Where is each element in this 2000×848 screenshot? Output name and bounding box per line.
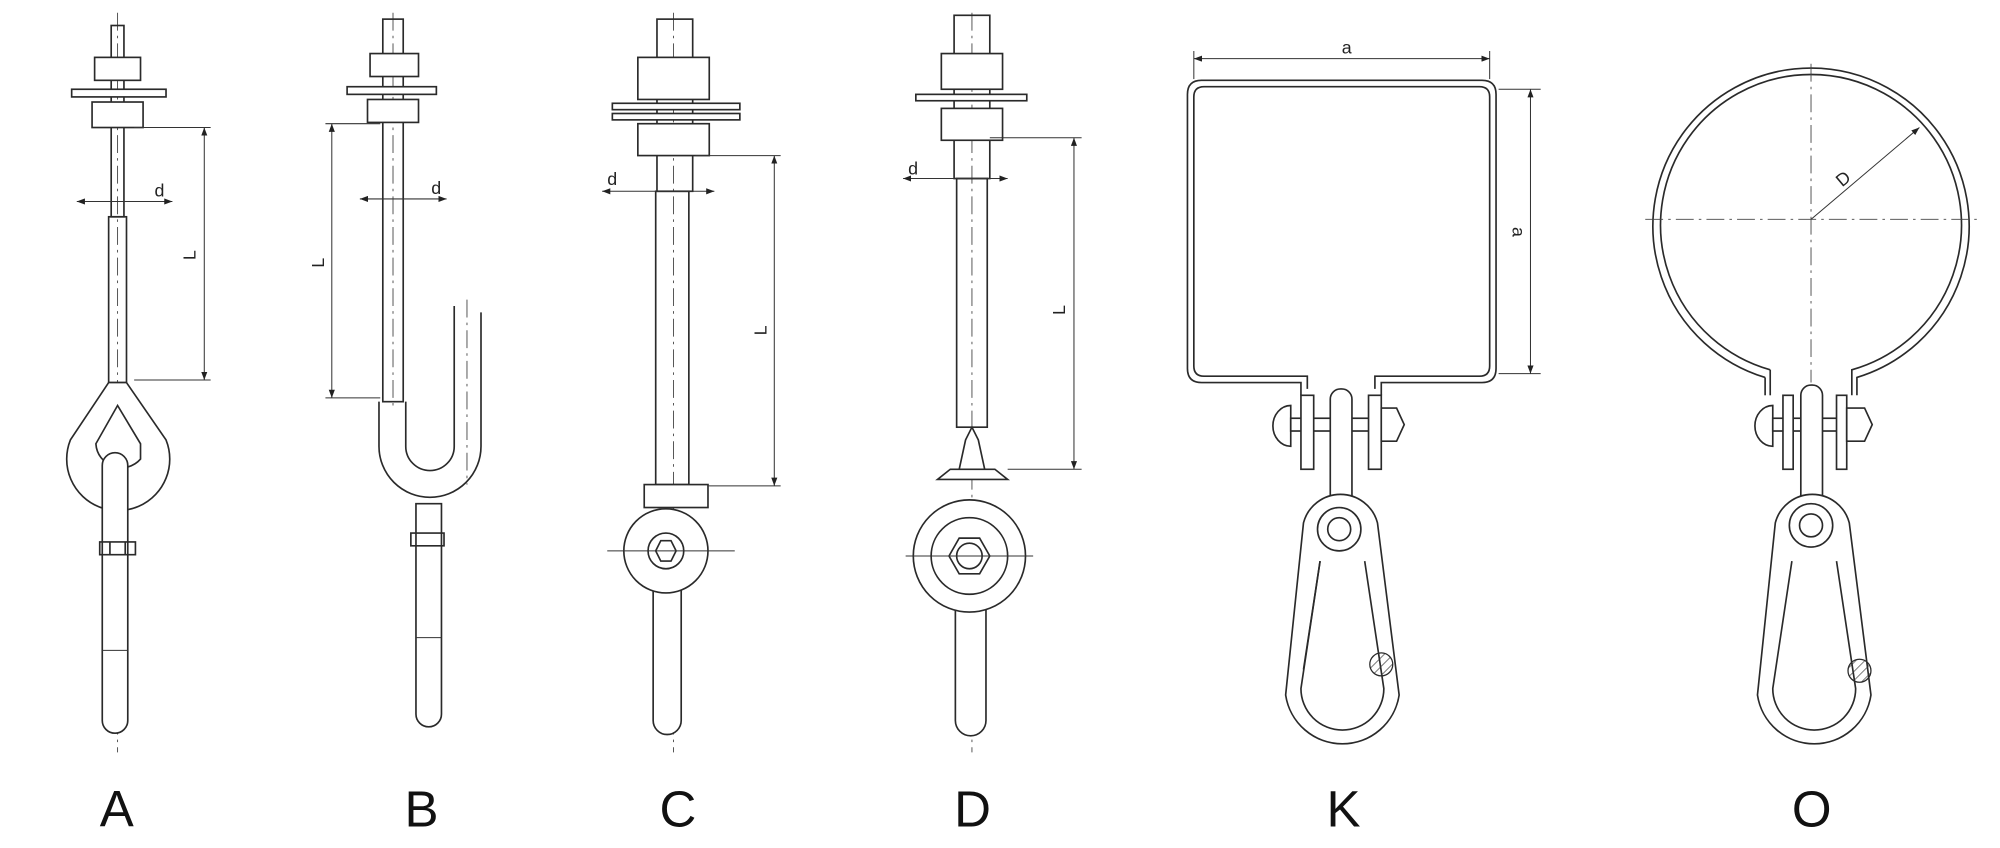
variant-d-drawing: d L D [903,12,1082,837]
variant-o-label: O [1792,780,1832,837]
variant-o-drawing: D O [1645,63,1977,837]
variant-k-width-label: a [1342,38,1352,58]
variant-a-drawing: d L A [65,12,211,837]
variant-d-d-label: d [908,159,918,179]
variant-a-label: A [100,780,134,837]
variant-b-drawing: d L B [308,12,482,837]
variant-b-d-label: d [431,178,441,198]
variant-a-l-label: L [179,250,199,260]
variant-k-label: K [1326,780,1360,837]
variant-o-diameter-label: D [1832,167,1855,191]
variant-c-d-label: d [607,169,617,189]
variant-b-l-label: L [308,258,328,268]
variant-c-l-label: L [751,325,771,335]
variant-c-label: C [660,780,697,837]
variant-b-label: B [404,780,438,837]
variant-c-drawing: d L C [602,12,781,837]
variant-k-drawing: a a K [1186,38,1541,837]
variant-d-label: D [954,780,991,837]
variant-k-height-label: a [1509,227,1529,237]
variant-a-d-label: d [155,180,165,200]
variant-d-l-label: L [1049,305,1069,315]
